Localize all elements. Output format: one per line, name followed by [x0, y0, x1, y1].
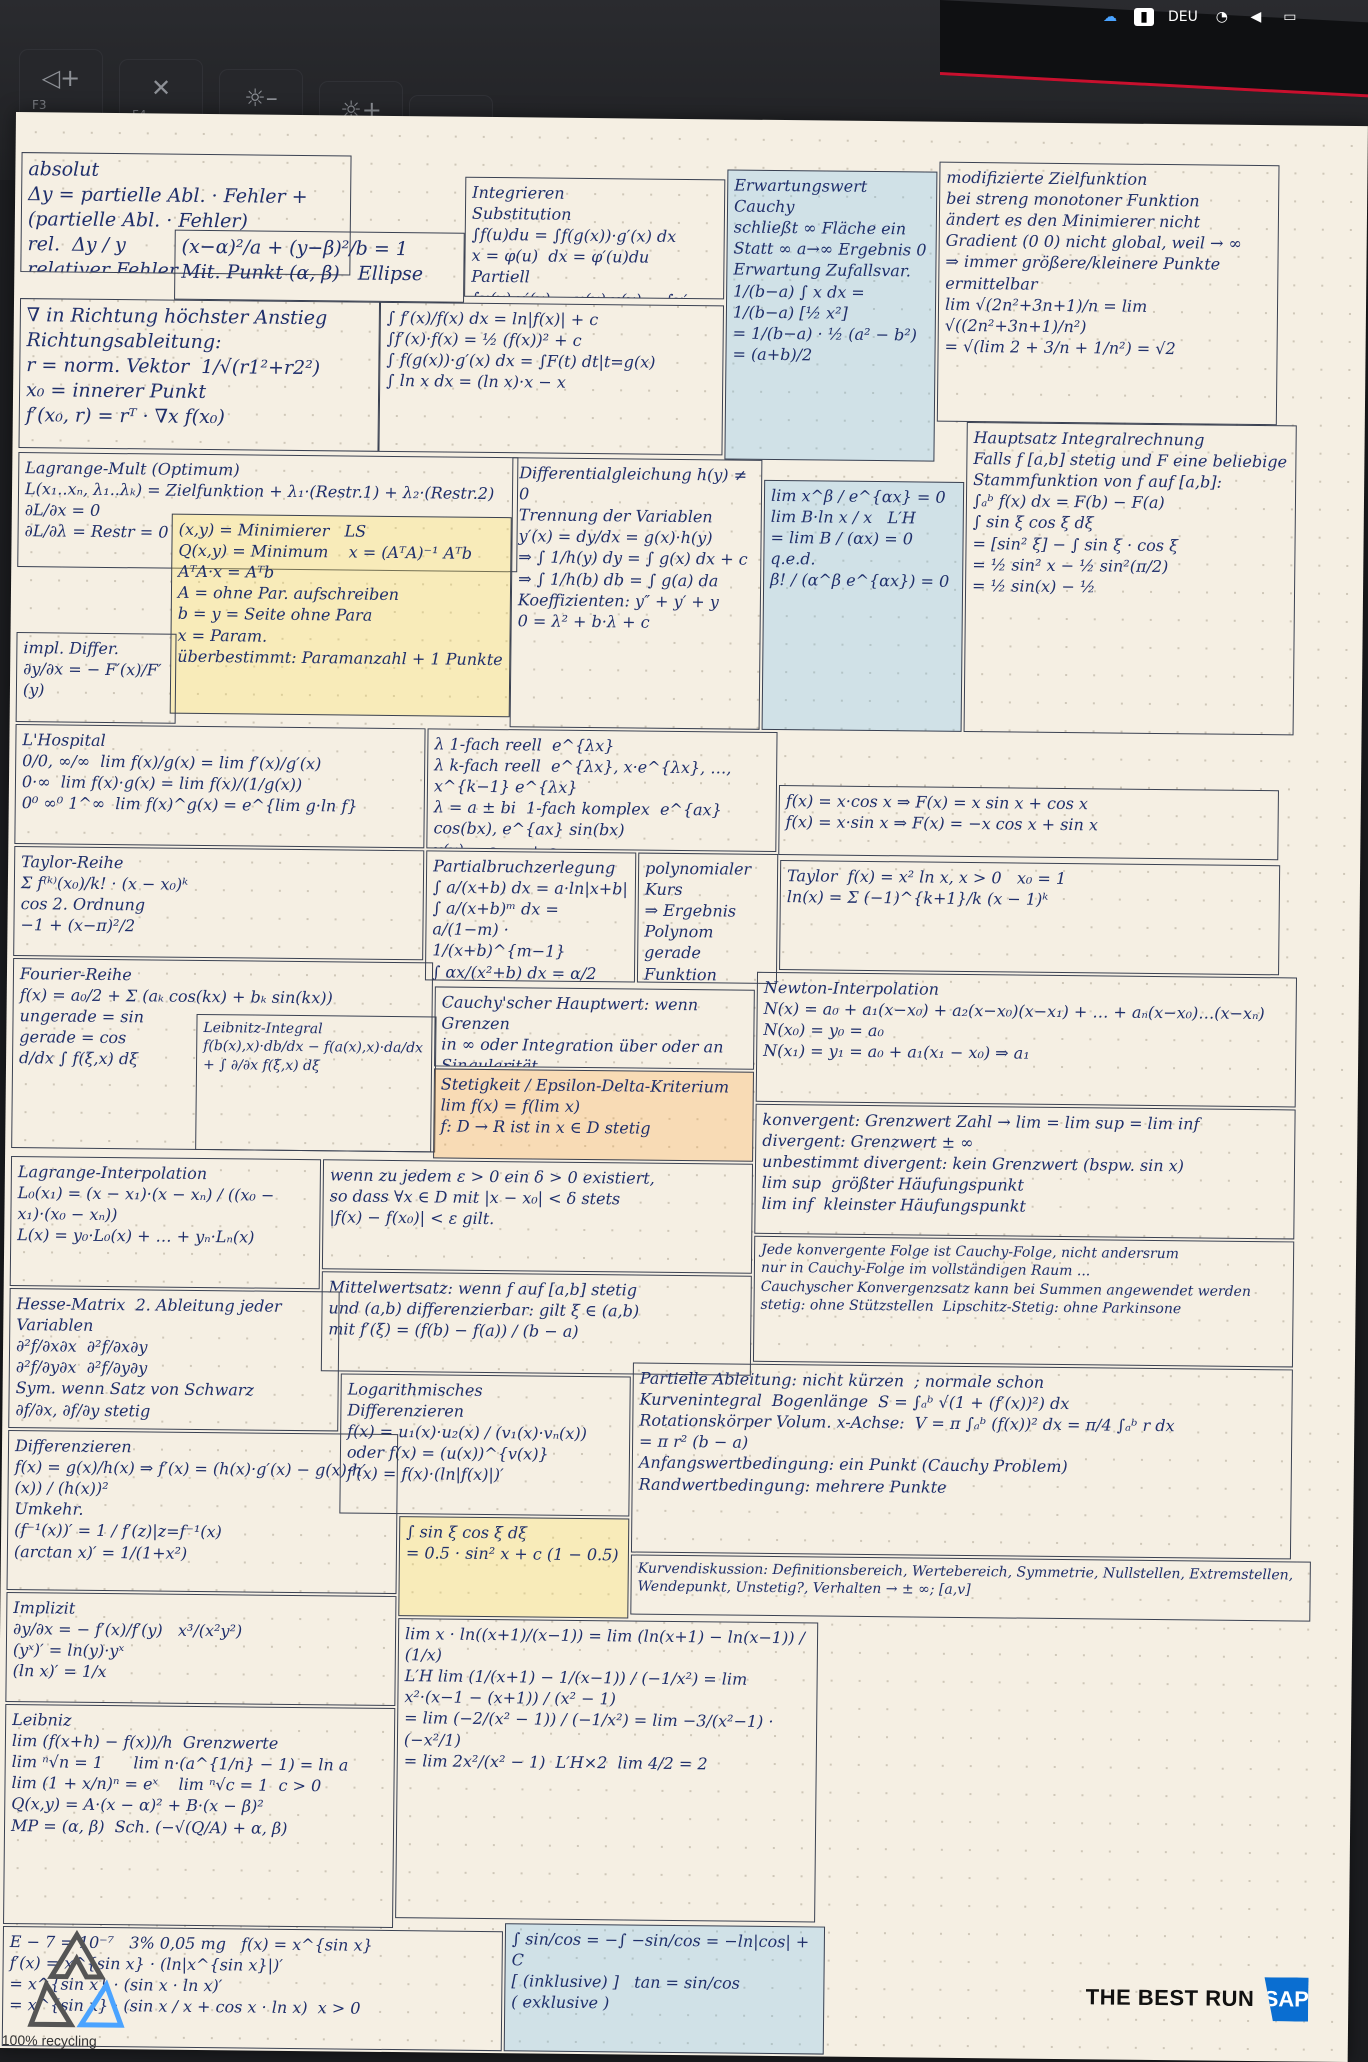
note-epsilon-delta: wenn zu jedem ε > 0 ein δ > 0 existiert,… [321, 1159, 754, 1274]
note-expected-value: Erwartungswert Cauchy schließt ∞ Fläche … [724, 169, 938, 462]
formula-sheet: absolut Δy = partielle Abl. · Fehler + (… [0, 112, 1368, 2062]
note-differentiation: Differenzieren f(x) = g(x)/h(x) ⇒ f′(x) … [6, 1429, 399, 1595]
note-taylor-series: Taylor-Reihe Σ f⁽ᵏ⁾(x₀)/k! · (x − x₀)ᵏ c… [13, 846, 425, 961]
note-hauptsatz: Hauptsatz Integralrechnung Falls f [a,b]… [963, 421, 1297, 736]
note-tan-integral: ∫ sin/cos = −∫ −sin/cos = −ln|cos| + C [… [503, 1923, 826, 2055]
note-gradient: ∇ in Richtung höchster Anstieg Richtungs… [18, 298, 381, 452]
note-continuity: Stetigkeit / Epsilon-Delta-Kriterium lim… [433, 1068, 754, 1162]
volume-up-icon: ◁+ [41, 64, 81, 92]
note-modified-objective: modifizierte Zielfunktion bei streng mon… [936, 161, 1280, 426]
note-ode: Differentialgleichung h(y) ≠ 0 Trennung … [509, 457, 763, 730]
wifi-icon: ◔ [1215, 9, 1228, 25]
note-partial-derivative: Partielle Ableitung: nicht kürzen ; norm… [630, 1362, 1293, 1560]
cloud-icon: ☁ [1103, 9, 1117, 25]
note-newton-interpolation: Newton-Interpolation N(x) = a₀ + a₁(x−x₀… [755, 971, 1298, 1108]
note-hesse-matrix: Hesse-Matrix 2. Ableitung jeder Variable… [8, 1287, 340, 1432]
sap-brand: THE BEST RUN SAP [1086, 1975, 1309, 2021]
note-convergence: konvergent: Grenzwert Zahl → lim = lim s… [754, 1103, 1296, 1240]
recycling-icon [27, 1929, 125, 2028]
note-limits-exp: lim x^β / e^{αx} = 0 lim B·ln x / x L′H … [761, 479, 965, 732]
mute-icon: ✕ [150, 74, 172, 102]
recycling-label: 100% recycling [1, 2031, 97, 2049]
speaker-icon: ◀ [1250, 9, 1262, 25]
note-lhospital: L'Hospital 0/0, ∞/∞ lim f(x)/g(x) = lim … [14, 724, 426, 849]
taskbar: ☁ ▮ DEU ◔ ◀ ▭ [1100, 8, 1300, 26]
note-curve-discussion: Kurvendiskussion: Definitionsbereich, We… [630, 1554, 1311, 1622]
note-polynomial: polynomialer Kurs ⇒ Ergebnis Polynom ger… [636, 852, 779, 985]
note-integral-sin-cos: ∫ sin ξ cos ξ dξ = 0.5 · sin² x + c (1 −… [398, 1516, 630, 1619]
key-f3: ◁+F3 [20, 50, 102, 120]
brand-slogan: THE BEST RUN [1085, 1984, 1255, 2012]
note-least-squares: (x,y) = Minimierer LS Q(x,y) = Minimum x… [169, 513, 512, 718]
language-indicator: DEU [1168, 9, 1198, 25]
note-integration: Integrieren Substitution ∫f(u)du = ∫f(g(… [464, 176, 726, 300]
battery-icon: ▭ [1283, 9, 1297, 25]
note-characteristic-roots: λ 1-fach reell e^{λx} λ k-fach reell e^{… [426, 728, 778, 853]
note-implicit: Implizit ∂y/∂x = − f′(x)/f′(y) x³/(x²y²)… [5, 1591, 397, 1707]
note-cauchy-sequence: Jede konvergente Folge ist Cauchy-Folge,… [752, 1235, 1295, 1368]
note-integral-rules: ∫ f′(x)/f(x) dx = ln|f(x)| + c ∫f′(x)·f(… [378, 301, 725, 456]
note-mean-value-theorem: Mittelwertsatz: wenn f auf [a,b] stetig … [320, 1271, 752, 1376]
note-partial-fractions: Partialbruchzerlegung ∫ a/(x+b) dx = a·l… [424, 850, 637, 983]
phone-icon: ▮ [1134, 8, 1154, 26]
note-ellipse: (x−α)²/a + (y−β)²/b = 1 Mit. Punkt (α, β… [174, 229, 465, 303]
note-antiderivative-examples: f(x) = x·cos x ⇒ F(x) = x sin x + cos x … [778, 785, 1279, 861]
note-limits-list: Leibniz lim (f(x+h) − f(x))/h Grenzwerte… [3, 1703, 396, 1929]
note-taylor-ln: Taylor f(x) = x² ln x, x > 0 x₀ = 1 ln(x… [779, 860, 1281, 976]
sap-logo: SAP [1264, 1977, 1308, 2021]
note-leibniz-integral: Leibnitz-Integral f(b(x),x)·db/dx − f(a(… [195, 1013, 437, 1153]
note-limit-calculation: lim x · ln((x+1)/(x−1)) = lim (ln(x+1) −… [395, 1618, 819, 1923]
note-lagrange-interpolation: Lagrange-Interpolation L₀(x₁) = (x − x₁)… [9, 1156, 322, 1290]
note-cauchy-principal: Cauchy'scher Hauptwert: wenn Grenzen in … [434, 986, 755, 1070]
brightness-down-icon: ☼– [244, 84, 278, 112]
note-implicit-diff: impl. Differ. ∂y/∂x = − F′(x)/F′(y) [15, 632, 177, 724]
